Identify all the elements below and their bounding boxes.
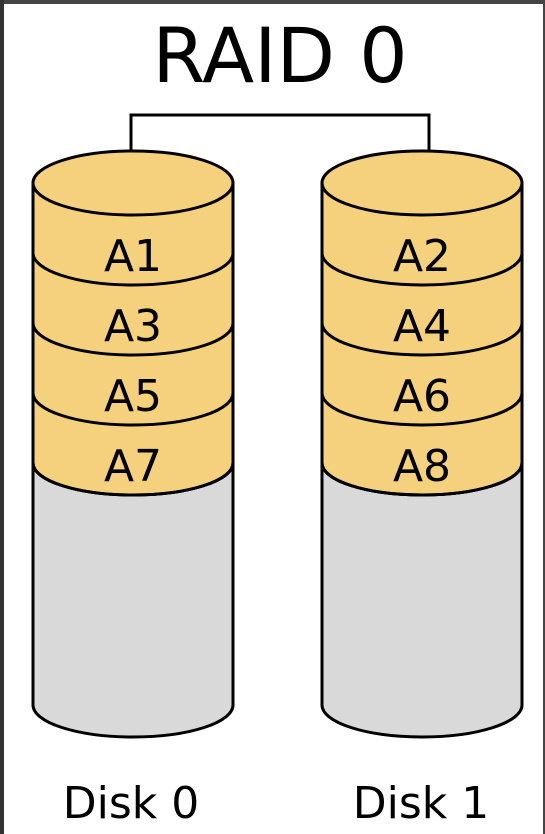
disk-0-free-space bbox=[31, 462, 235, 739]
disk-0-block-label: A7 bbox=[104, 441, 162, 492]
disk-1-block-label: A4 bbox=[393, 301, 451, 352]
disk-0-block-label: A5 bbox=[104, 371, 162, 422]
disk-0-top-cap bbox=[31, 149, 235, 217]
disk-0-block-separator bbox=[31, 252, 235, 287]
frame-top-border bbox=[0, 0, 545, 4]
frame-right-border bbox=[543, 0, 545, 834]
disk-0-block-separator bbox=[31, 392, 235, 427]
frame-left-border bbox=[0, 0, 4, 834]
disk-0-label: Disk 0 bbox=[63, 778, 200, 829]
disk-0-block-separator bbox=[31, 322, 235, 357]
disk-1-label: Disk 1 bbox=[353, 778, 490, 829]
disk-0-block-separator bbox=[31, 462, 235, 497]
connector-bracket bbox=[129, 113, 431, 183]
disk-1-block-label: A6 bbox=[393, 371, 451, 422]
disk-0-block-label: A1 bbox=[104, 231, 162, 282]
disk-1-block-separator bbox=[320, 322, 524, 357]
disk-1-block-label: A2 bbox=[393, 231, 451, 282]
disk-1-top-cap bbox=[320, 149, 524, 217]
disk-1-block-separator bbox=[320, 462, 524, 497]
disk-1-block-separator bbox=[320, 252, 524, 287]
disk-1-block-label: A8 bbox=[393, 441, 451, 492]
diagram-title: RAID 0 bbox=[152, 11, 407, 100]
disk-1-free-space bbox=[320, 462, 524, 739]
disk-1-block-separator bbox=[320, 392, 524, 427]
disk-0-block-label: A3 bbox=[104, 301, 162, 352]
